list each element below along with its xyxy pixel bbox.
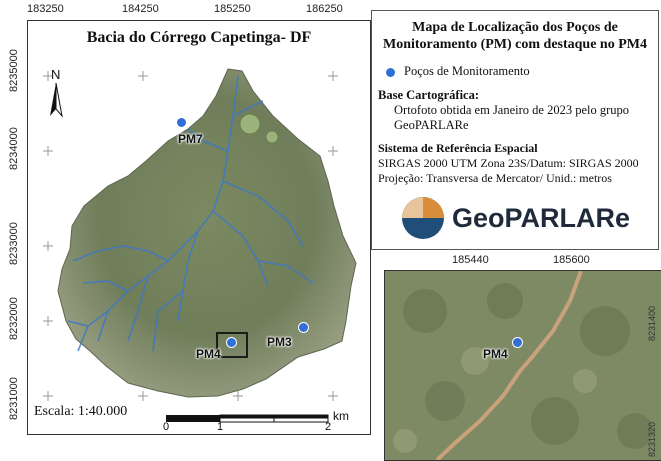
legend-title-line1: Mapa de Localização dos Poços de [412,20,618,35]
map-canvas [43,68,357,423]
y-tick: 8231000 [8,377,20,420]
inset-x-tick: 185440 [452,254,489,266]
inset-well-marker-pm4[interactable] [512,337,523,348]
inset-right-tick: 8231320 [647,421,657,457]
scale-label: Escala: 1:40.000 [34,404,128,419]
scale-number: 2 [325,421,332,433]
logo-text: GeoPARLARe [452,203,631,233]
legend-symbol-well [386,68,395,77]
geoparlare-logo-icon [402,197,444,239]
srs-line2: Projeção: Transversa de Mercator/ Unid.:… [378,171,612,185]
x-tick: 184250 [122,3,159,15]
scale-number: 0 [163,421,170,433]
base-line1: Ortofoto obtida em Janeiro de 2023 pelo … [394,103,630,117]
well-marker-pm7[interactable] [176,117,187,128]
pm4-highlight-box [216,332,248,358]
well-label-pm3: PM3 [267,335,292,349]
inset-map[interactable]: PM4 8231400 8231320 [384,270,661,461]
well-label-pm4: PM4 [196,347,221,361]
scale-unit: km [333,409,349,423]
srs-line1: SIRGAS 2000 UTM Zona 23S/Datum: SIRGAS 2… [378,156,639,170]
y-tick: 8232000 [8,297,20,340]
legend-symbol-label: Poços de Monitoramento [404,64,530,78]
well-marker-pm4[interactable] [226,337,237,348]
inset-well-label-pm4: PM4 [483,347,508,361]
base-heading: Base Cartográfica: [378,88,480,102]
y-tick: 8234000 [8,127,20,170]
x-tick: 183250 [27,3,64,15]
inset-dirt-road [435,271,583,460]
y-tick: 8233000 [8,222,20,265]
basin-area [57,68,357,398]
base-line2: GeoPARLARe [394,118,469,132]
north-label: N [51,67,61,82]
map-title: Bacia do Córrego Capetinga- DF [86,29,312,46]
scale-number: 1 [217,421,224,433]
north-arrow [50,82,63,118]
well-label-pm7: PM7 [178,132,203,146]
inset-right-tick: 8231400 [647,305,657,341]
scale-bar [166,414,329,423]
x-tick: 185250 [214,3,251,15]
y-tick: 8235000 [8,49,20,92]
legend-title: Mapa de Localização dos Poços de Monitor… [372,19,658,53]
x-tick: 186250 [306,3,343,15]
well-marker-pm3[interactable] [298,322,309,333]
inset-x-tick: 185600 [553,254,590,266]
legend-title-line2: Monitoramento (PM) com destaque no PM4 [382,37,647,52]
srs-heading: Sistema de Referência Espacial [378,141,538,155]
main-map[interactable]: Bacia do Córrego Capetinga- DF N PM7 PM3… [27,20,371,435]
inset-canvas [385,271,661,460]
legend-panel: Mapa de Localização dos Poços de Monitor… [371,10,659,250]
